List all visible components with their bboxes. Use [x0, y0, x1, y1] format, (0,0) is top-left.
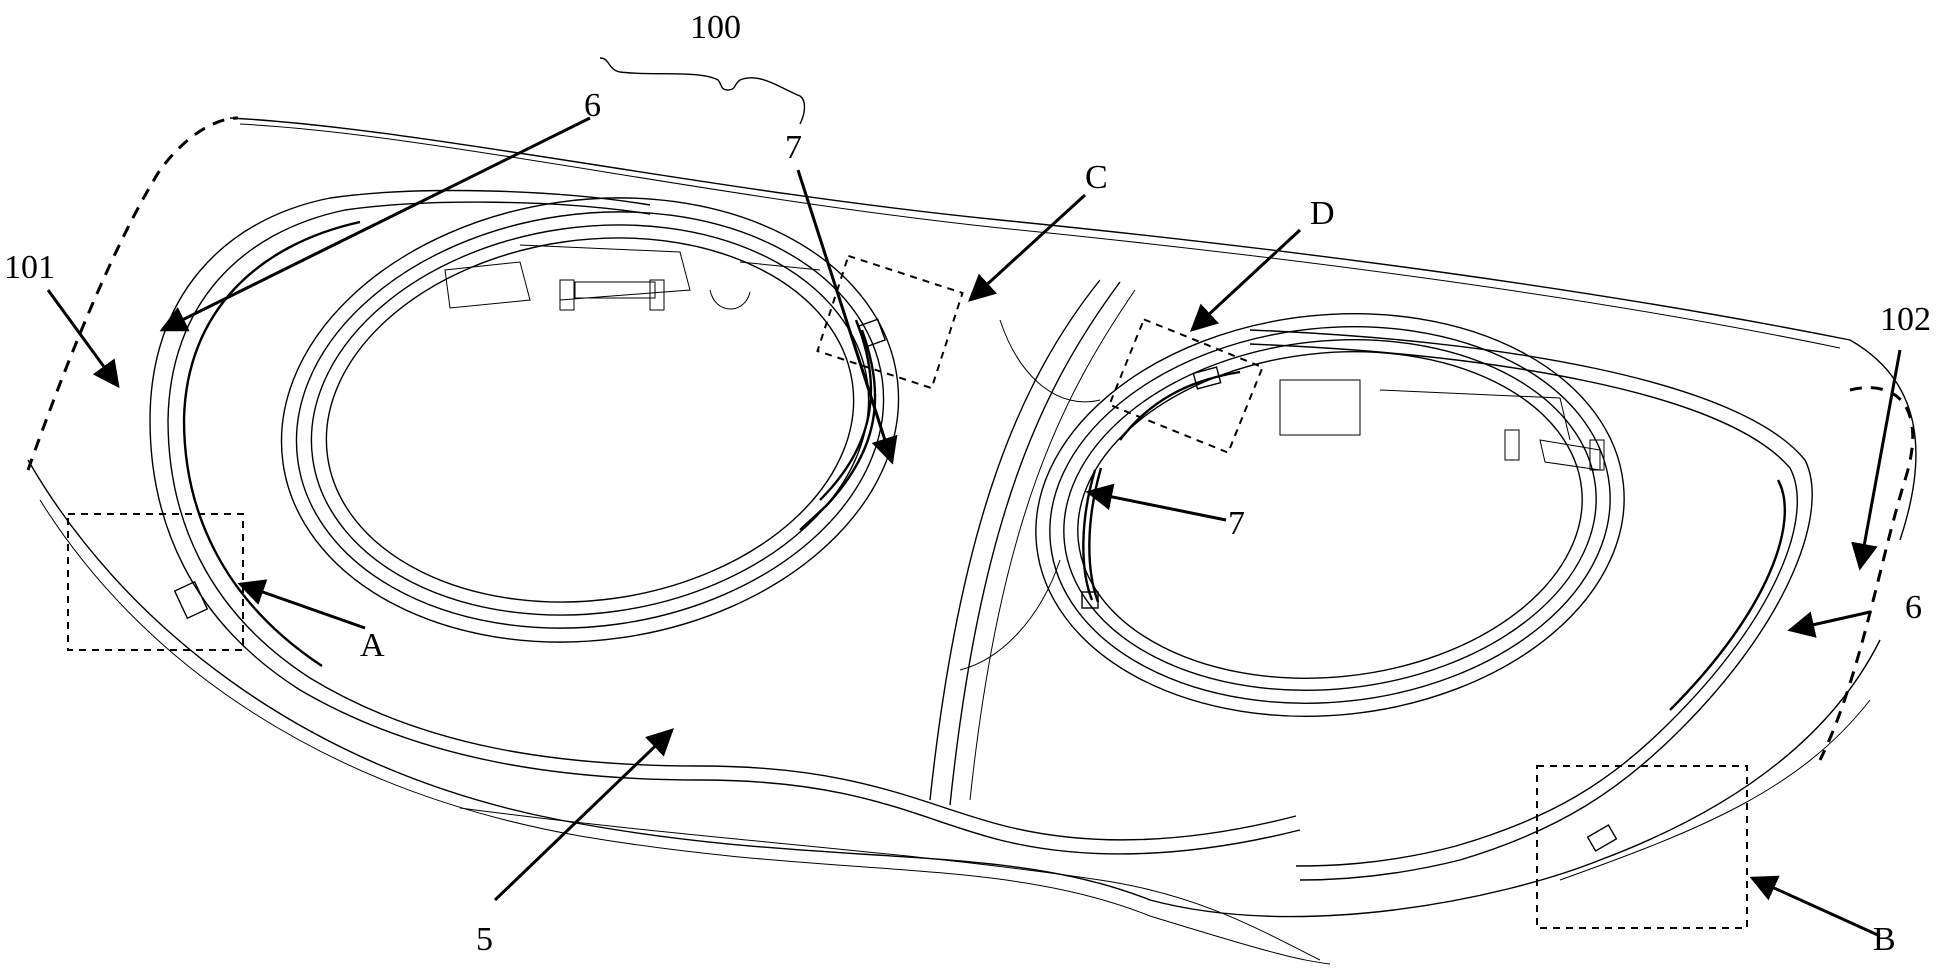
label-101: 101	[4, 249, 55, 286]
connectors	[173, 318, 1618, 852]
detail-box-B	[1536, 765, 1748, 929]
left-lens-ring	[280, 197, 900, 643]
arrow-B	[1749, 875, 1881, 938]
brace-100	[599, 57, 806, 125]
label-C: C	[1085, 159, 1108, 196]
arrow-102	[1851, 349, 1902, 571]
right-lens-ring	[1035, 313, 1625, 717]
arrow-6-left	[159, 116, 591, 332]
arrow-7-right	[1085, 483, 1227, 522]
label-D: D	[1310, 195, 1335, 232]
label-102: 102	[1880, 301, 1931, 338]
housing-outline	[27, 117, 1917, 965]
detail-box-C	[816, 254, 964, 390]
right-internal-parts	[1279, 379, 1605, 471]
detail-box-D	[1108, 318, 1264, 454]
label-100: 100	[690, 9, 741, 46]
region-101-outline	[26, 116, 239, 471]
arrow-5	[493, 728, 674, 902]
arrow-D	[1190, 228, 1302, 332]
label-6-right: 6	[1905, 589, 1922, 626]
region-102-outline	[1818, 386, 1915, 761]
arrow-101	[46, 289, 120, 389]
label-A: A	[360, 627, 385, 664]
label-5: 5	[476, 921, 493, 958]
label-6-left: 6	[584, 87, 601, 124]
detail-box-A	[67, 513, 244, 651]
center-divider	[929, 279, 1136, 806]
arrow-6-right	[1787, 610, 1871, 638]
label-7-left: 7	[785, 129, 802, 166]
label-B: B	[1873, 921, 1896, 958]
outer-ring-right	[1249, 329, 1813, 881]
arrow-C	[968, 193, 1087, 302]
arrow-A	[237, 579, 366, 630]
leader-arrows	[46, 116, 1902, 938]
left-internal-parts	[444, 244, 821, 311]
arrow-7-left	[796, 169, 898, 465]
label-7-right: 7	[1228, 505, 1245, 542]
outer-ring-left	[149, 189, 1301, 855]
